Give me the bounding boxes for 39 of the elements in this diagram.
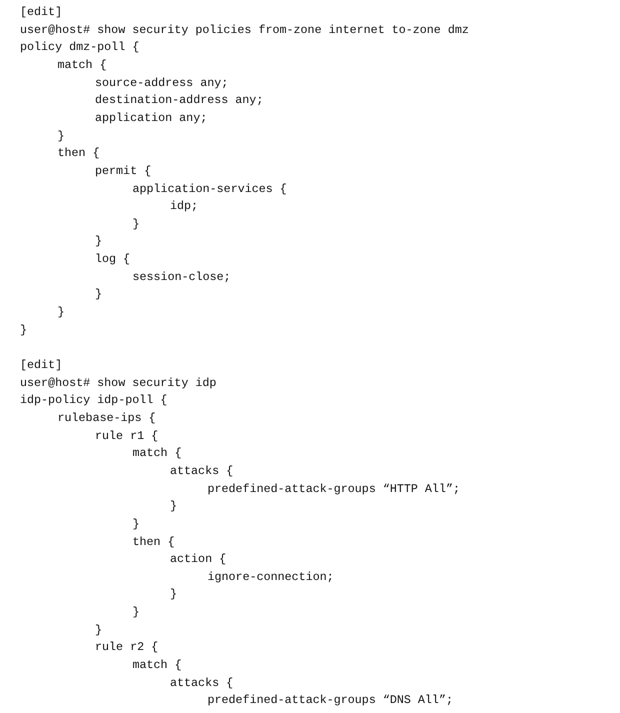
code-line: rulebase-ips { [58, 410, 156, 425]
code-line: } [170, 587, 178, 602]
code-line: } [132, 216, 140, 231]
code-line: } [95, 234, 102, 248]
code-line: attacks { [170, 676, 234, 690]
code-line: predefined-attack-groups “HTTP All”; [208, 482, 460, 496]
code-line: } [95, 622, 102, 637]
code-line: } [132, 516, 140, 531]
code-line: match { [58, 58, 107, 72]
code-line: match { [132, 658, 182, 672]
code-line: then { [132, 534, 175, 548]
code-line: then { [58, 146, 100, 160]
code-line: application-services { [132, 182, 287, 196]
code-line: application any; [95, 110, 208, 125]
code-line: } [95, 287, 102, 302]
code-line: destination-address any; [95, 93, 264, 108]
code-line: user@host# show security policies from-zone internet to-zone dmz [20, 22, 469, 37]
code-line: rule r1 { [95, 428, 158, 443]
code-line: attacks { [170, 464, 234, 478]
code-line: match { [132, 446, 182, 460]
code-line: } [132, 605, 140, 620]
code-line: policy dmz-poll { [20, 40, 140, 54]
code-line: permit { [95, 164, 152, 178]
code-line: idp; [170, 199, 198, 214]
code-line: [edit] [20, 5, 62, 19]
code-line: rule r2 { [95, 640, 158, 654]
code-line: ignore-connection; [208, 570, 334, 584]
code-line: } [58, 128, 65, 143]
code-line: source-address any; [95, 76, 228, 90]
code-line: idp-policy idp-poll { [20, 393, 168, 408]
code-line: } [20, 322, 28, 337]
code-line: action { [170, 552, 226, 566]
code-line: log { [95, 252, 130, 266]
code-line: } [58, 305, 65, 320]
code-line: session-close; [132, 270, 231, 284]
code-line: predefined-attack-groups “DNS All”; [208, 693, 453, 708]
code-line: user@host# show security idp [20, 376, 216, 390]
code-line: } [170, 499, 178, 514]
code-line: [edit] [20, 358, 62, 372]
